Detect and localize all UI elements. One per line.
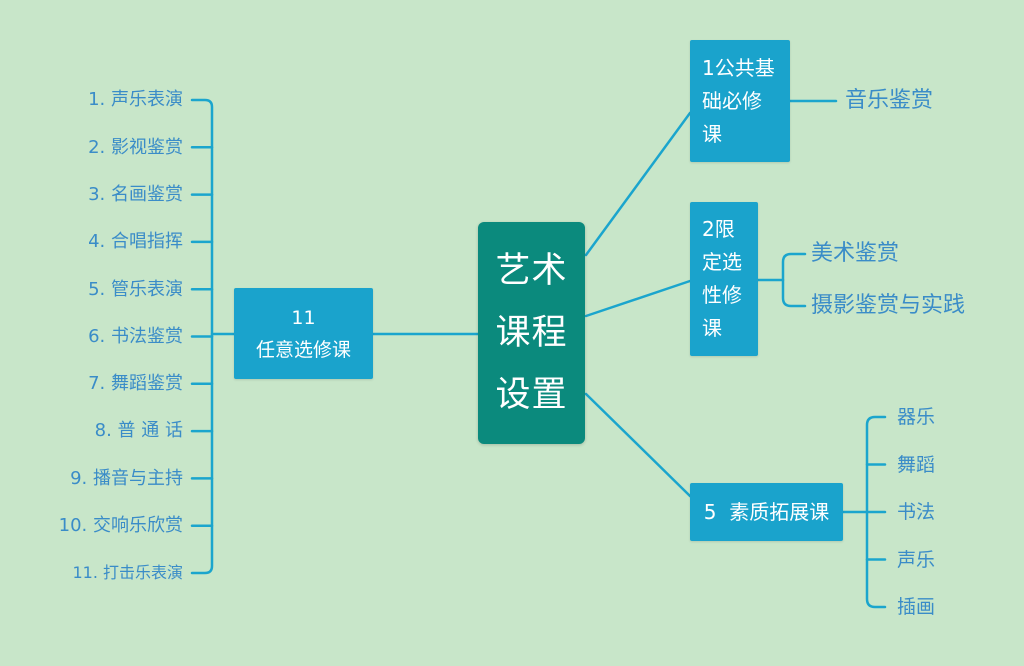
leaf-item: 书法 <box>897 501 936 523</box>
branch-node-label-line: 11 <box>291 306 316 329</box>
branch-node-limited-elective: 2限 定选 性修 课 <box>690 202 758 356</box>
leaf-item: 舞蹈 <box>897 453 936 476</box>
connector-center-to-limited-elective <box>584 279 692 318</box>
branch-node-label-line: 任意选修课 <box>255 338 351 361</box>
branch-node-label-line: 课 <box>702 121 722 146</box>
branch-node-label-line: 2限 <box>702 217 735 241</box>
leaf-item: 10. 交响乐欣赏 <box>58 515 183 537</box>
leaf-item: 器乐 <box>897 406 936 428</box>
branch-node-label-line: 性修 <box>702 283 742 307</box>
free-elective-leaf-list: 1. 声乐表演 2. 影视鉴赏 3. 名画鉴赏 4. 合唱指挥 5. 管乐表演 … <box>0 76 183 596</box>
branch-node-free-elective: 11 任意选修课 <box>234 288 373 379</box>
leaf-item: 摄影鉴赏与实践 <box>811 293 966 318</box>
leaf-item: 11. 打击乐表演 <box>72 563 183 583</box>
central-node-line: 课程 <box>495 313 568 353</box>
leaf-item: 插画 <box>897 596 936 618</box>
branch-node-public-required: 1公共基 础必修 课 <box>690 40 790 162</box>
leaf-item: 3. 名画鉴赏 <box>88 183 183 205</box>
leaf-item: 音乐鉴赏 <box>845 88 934 113</box>
branch-node-label-line: 课 <box>702 316 722 340</box>
leaf-item: 5. 管乐表演 <box>88 278 183 300</box>
leaf-item: 9. 播音与主持 <box>70 467 183 489</box>
connector-center-to-quality-expansion <box>584 392 692 498</box>
leaf-item: 4. 合唱指挥 <box>88 231 183 253</box>
leaf-item: 7. 舞蹈鉴赏 <box>88 373 183 395</box>
leaf-item: 2. 影视鉴赏 <box>88 136 183 158</box>
leaf-item: 美术鉴赏 <box>811 241 900 266</box>
connector-center-to-public-required <box>584 111 692 257</box>
branch-node-quality-expansion: 5 素质拓展课 <box>690 483 843 541</box>
leaf-item: 8. 普 通 话 <box>94 420 183 442</box>
branch-node-label-line: 5 素质拓展课 <box>703 499 830 524</box>
leaf-item: 声乐 <box>897 548 936 571</box>
branch-node-label-line: 定选 <box>702 250 742 274</box>
limited-elective-bracket-line <box>781 252 807 308</box>
central-node: 艺术 课程 设置 <box>478 222 585 444</box>
central-node-line: 艺术 <box>495 251 568 291</box>
leaf-item: 6. 书法鉴赏 <box>88 325 183 347</box>
central-node-line: 设置 <box>495 375 568 415</box>
leaf-item: 1. 声乐表演 <box>88 89 183 111</box>
branch-node-label-line: 础必修 <box>702 88 762 113</box>
branch-node-label-line: 1公共基 <box>702 55 775 80</box>
